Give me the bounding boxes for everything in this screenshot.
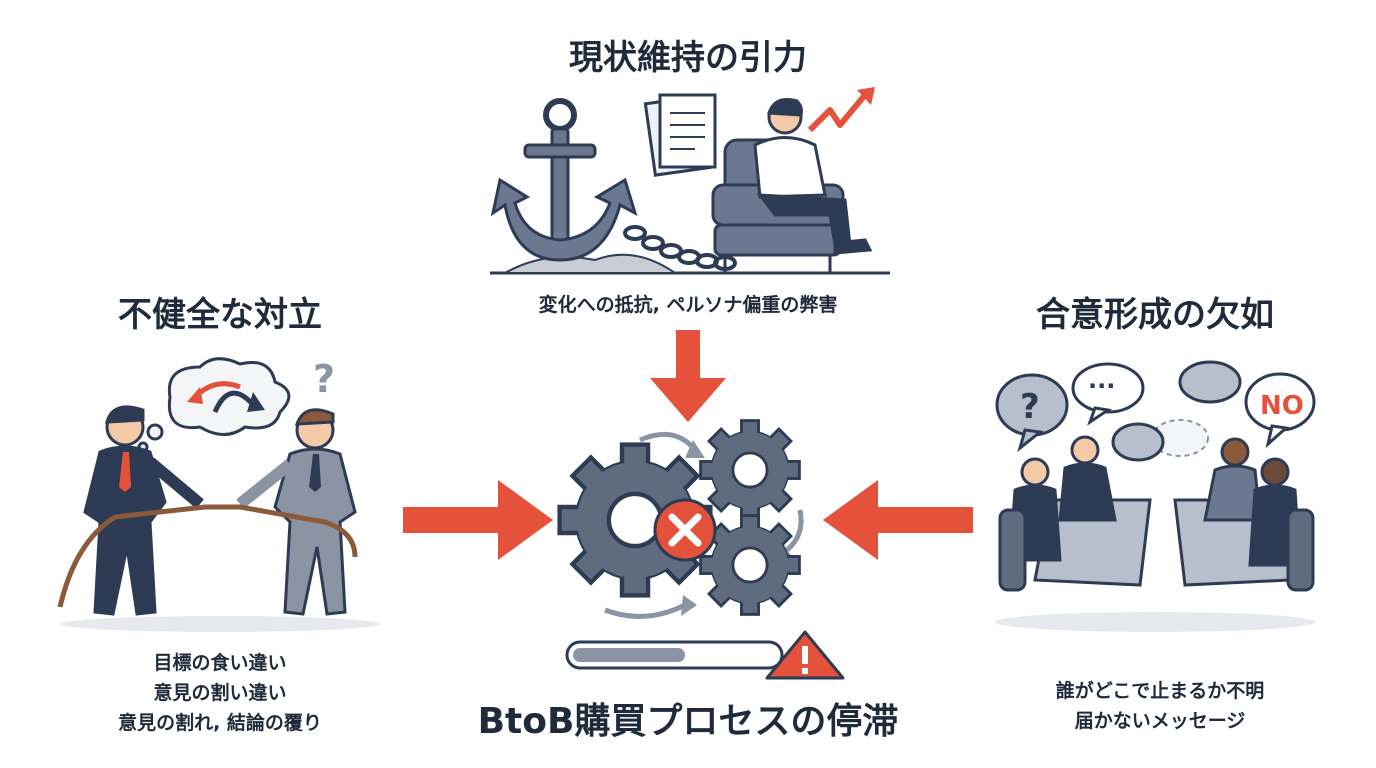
progress-fill: [573, 648, 685, 662]
center-title: BtoB購買プロセスの停滞: [477, 701, 899, 742]
conflict-illustration: ?: [57, 357, 380, 632]
right-line-2: 届かないメッセージ: [1074, 710, 1246, 732]
chain-icon: [623, 225, 737, 271]
svg-text:?: ?: [1020, 387, 1040, 427]
arrow-right-icon: [403, 480, 553, 560]
person-man-right: [1260, 457, 1290, 487]
right-line-1: 誰がどこで止まるか不明: [1055, 680, 1265, 702]
relaxed-person-icon: [753, 98, 873, 255]
top-title: 現状維持の引力: [569, 38, 807, 78]
warning-icon: [765, 630, 845, 680]
left-line-2: 意見の割い違い: [153, 682, 287, 704]
stalled-gears-illustration: [555, 419, 804, 619]
no-bubble-text: NO: [1260, 391, 1304, 421]
document-icon: [643, 93, 717, 177]
question-bubble-icon: [995, 373, 1069, 453]
svg-text:···: ···: [1088, 372, 1115, 400]
left-line-3: 意見の割れ, 結論の覆り: [118, 712, 322, 734]
meeting-illustration: ? ··· NO: [995, 360, 1316, 632]
thought-cloud-icon: [137, 357, 291, 453]
no-bubble-icon: [1244, 372, 1316, 449]
progress-bar: [565, 630, 845, 680]
businessman-right-icon: [236, 408, 357, 616]
trend-up-arrow-icon: [807, 93, 868, 133]
question-mark-icon: ?: [313, 357, 335, 401]
chair-left: [998, 508, 1027, 592]
anchor-icon: [490, 98, 638, 262]
person-woman-left: [1020, 457, 1050, 487]
businessman-left-icon: [83, 405, 204, 616]
left-title: 不健全な対立: [118, 295, 322, 335]
arrow-left-icon: [823, 480, 973, 560]
top-subtitle: 変化への抵抗, ペルソナ偏重の弊害: [538, 294, 838, 316]
gray-bubble-icon: [1178, 360, 1242, 404]
person-woman-right: [1220, 437, 1250, 467]
typing-bubble-icon: [1071, 362, 1145, 426]
person-man-left: [1070, 435, 1100, 465]
arrow-down-icon: [650, 330, 726, 422]
left-line-1: 目標の食い違い: [153, 652, 287, 674]
rope-icon: [57, 504, 358, 608]
chair-right: [1286, 508, 1315, 592]
small-gear-top-icon: [699, 419, 801, 521]
right-title: 合意形成の欠如: [1036, 295, 1274, 335]
status-quo-illustration: [490, 87, 890, 275]
stop-x-icon: [653, 498, 717, 562]
